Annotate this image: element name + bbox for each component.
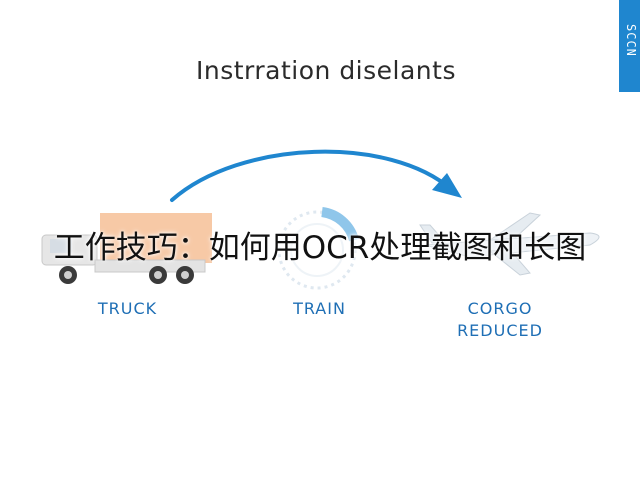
- truck-icon: [41, 213, 212, 284]
- overlay-caption: 工作技巧：如何用OCR处理截图和长图: [53, 230, 587, 266]
- cargo-label: CORGO REDUCED: [457, 299, 543, 340]
- slide-title: Instrration diselants: [196, 56, 456, 85]
- truck-label: TRUCK: [97, 299, 158, 318]
- gauge-icon: [277, 207, 359, 290]
- train-label: TRAIN: [293, 299, 346, 318]
- side-tab: SCCN: [619, 0, 640, 92]
- airplane-icon: [419, 212, 600, 276]
